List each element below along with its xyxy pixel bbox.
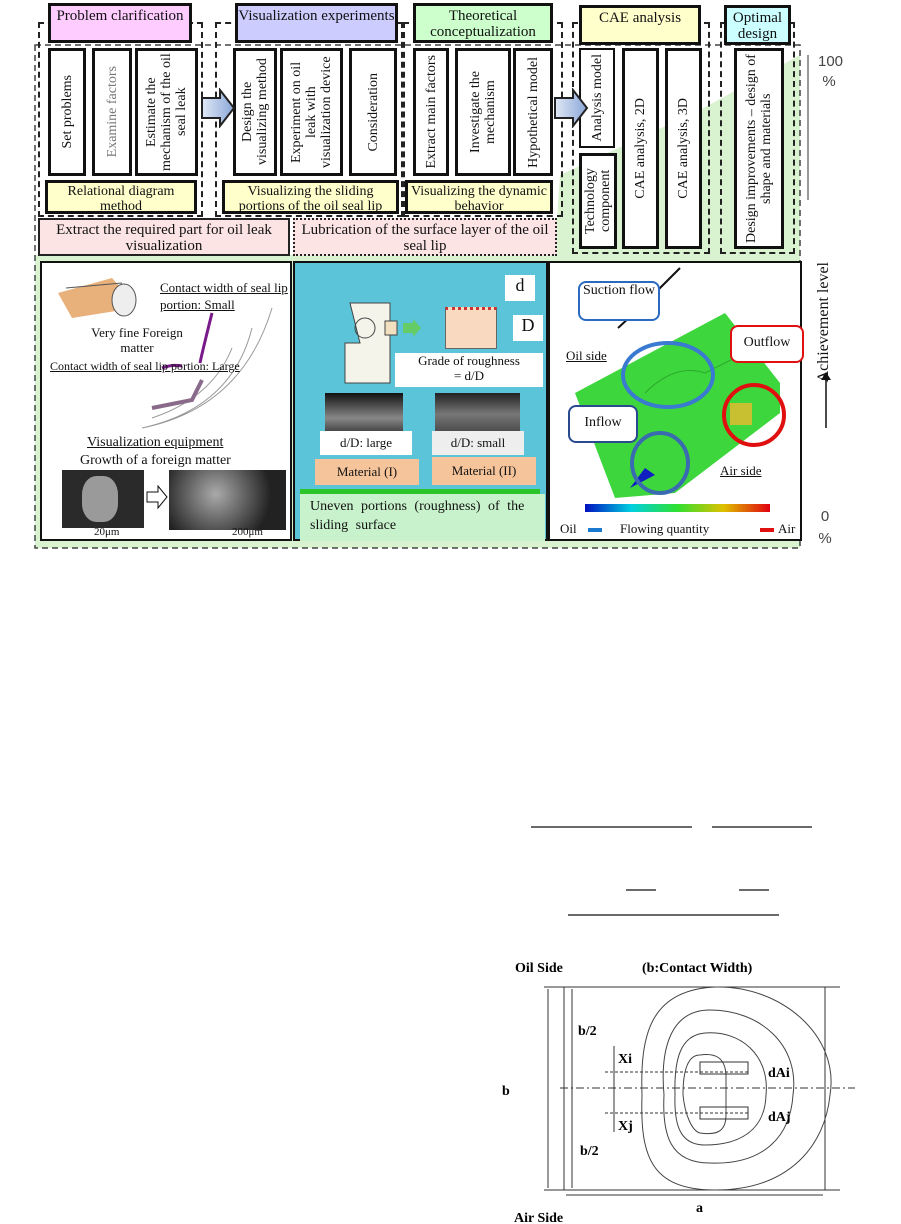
b-label: b <box>502 1084 510 1099</box>
step-box: Hypothetical model <box>513 48 553 176</box>
scale-label: 20μm <box>94 526 120 538</box>
grade-text: Grade of roughness <box>418 353 520 368</box>
method-label: Visualizing the dynamic behavior <box>405 180 553 214</box>
suction-flow-callout: Suction flow <box>578 281 660 321</box>
roughness-image-large <box>325 393 403 435</box>
equation-fraction-bars <box>531 826 812 916</box>
phase-header-optimal: Optimal design <box>724 5 791 45</box>
step-label: Examine factors <box>104 66 120 158</box>
dai-label: dAi <box>768 1066 790 1081</box>
step-box: Analysis model <box>579 48 615 148</box>
method-label: Relational diagram method <box>45 180 197 214</box>
air-side-label: Air side <box>720 463 762 478</box>
step-box: Design improvements – design of shape an… <box>734 48 784 249</box>
panel-cae-result: Suction flow Outflow Inflow Oil side Air… <box>548 261 804 541</box>
oil-side-label: Oil Side <box>515 961 563 976</box>
contact-large-label: Contact width of seal lip portion: Large <box>50 359 240 373</box>
goal-box: Extract the required part for oil leak v… <box>38 218 290 256</box>
daj-label: dAj <box>768 1110 791 1125</box>
arrow-right-icon <box>554 88 589 128</box>
step-label: Design the visualizing method <box>240 58 270 166</box>
panel-roughness: d D Grade of roughness= d/D d/D: large d… <box>293 261 548 541</box>
sem-image-large <box>169 470 286 530</box>
step-box: Examine factors <box>92 48 132 176</box>
goal-box: Lubrication of the surface layer of the … <box>293 218 557 256</box>
roughness-caption: Uneven portions (roughness) of the slidi… <box>300 494 545 541</box>
arrow-right-icon <box>146 485 168 509</box>
step-box: Extract main factors <box>413 48 449 176</box>
grade-formula: = d/D <box>453 368 485 383</box>
axis-top-label: 100 % <box>818 53 844 90</box>
arrow-up-icon <box>821 372 831 428</box>
step-label: CAE analysis, 3D <box>676 98 691 199</box>
step-box: Technology component <box>579 153 617 249</box>
xi-label: Xi <box>618 1052 632 1067</box>
phase-header-cae: CAE analysis <box>579 5 701 45</box>
contact-small-label: Contact width of seal lip portion: Small <box>160 280 288 312</box>
step-box: CAE analysis, 2D <box>622 48 659 249</box>
roughness-block <box>445 307 497 349</box>
equipment-label: Visualization equipment <box>87 435 224 450</box>
flowing-quantity-label: Flowing quantity <box>620 521 710 536</box>
step-label: Technology component <box>583 168 613 234</box>
phase-header-problem: Problem clarification <box>48 3 192 43</box>
panel-visualization-equipment: Contact width of seal lip portion: Small… <box>40 261 292 541</box>
seal-part-drawing <box>344 302 421 384</box>
b-half-label: b/2 <box>578 1024 597 1039</box>
step-box: Estimate the mechanism of the oil seal l… <box>135 48 198 176</box>
method-label: Visualizing the sliding portions of the … <box>222 180 399 214</box>
step-box: Experiment on oil leak with visualizatio… <box>280 48 343 176</box>
step-box: Investigate the mechanism <box>455 48 511 176</box>
step-label: Design improvements – design of shape an… <box>744 54 774 243</box>
xj-label: Xj <box>618 1119 633 1134</box>
b-half-label: b/2 <box>580 1144 599 1159</box>
step-label: Experiment on oil leak with visualizatio… <box>289 56 334 168</box>
step-label: Set problems <box>59 75 75 149</box>
contact-width-diagram: Oil Side (b:Contact Width) b b/2 b/2 Xi … <box>502 961 855 1224</box>
dD-small-label: d/D: small <box>432 431 524 455</box>
step-label: CAE analysis, 2D <box>633 98 648 199</box>
material-1-label: Material (I) <box>315 459 419 485</box>
dD-large-label: d/D: large <box>320 431 412 455</box>
oil-side-label: Oil side <box>566 348 607 363</box>
step-label: Estimate the mechanism of the oil seal l… <box>144 53 189 171</box>
growth-label: Growth of a foreign matter <box>80 453 231 468</box>
step-box: Design the visualizing method <box>233 48 277 176</box>
air-side-label: Air Side <box>514 1211 563 1224</box>
step-box: Set problems <box>48 48 86 176</box>
axis-bottom-label: 0 % <box>818 508 832 547</box>
grade-label: Grade of roughness= d/D <box>395 353 543 387</box>
step-label: Consideration <box>365 72 381 152</box>
step-label: Extract main factors <box>423 55 439 169</box>
step-label: Hypothetical model <box>525 56 541 168</box>
d-label: d <box>505 275 535 301</box>
a-label: a <box>696 1201 703 1216</box>
D-label: D <box>513 315 543 341</box>
material-2-label: Material (II) <box>432 457 536 485</box>
foreign-matter-label: Very fine Foreign matter <box>91 325 183 355</box>
scale-label: 200μm <box>232 526 263 538</box>
contact-width-label: (b:Contact Width) <box>642 961 753 976</box>
inflow-callout: Inflow <box>568 405 638 443</box>
step-label: Analysis model <box>589 54 605 142</box>
phase-header-visualization: Visualization experiments <box>235 3 398 43</box>
seal-lip-drawing <box>58 278 273 429</box>
sem-image-small <box>62 470 144 528</box>
step-label: Investigate the mechanism <box>468 70 498 154</box>
color-scale-bar <box>585 504 770 512</box>
step-box: CAE analysis, 3D <box>665 48 702 249</box>
outflow-callout: Outflow <box>730 325 804 363</box>
oil-label: Oil <box>560 521 577 536</box>
roughness-image-small <box>435 393 520 435</box>
phase-header-theoretical: Theoretical conceptualization <box>413 3 553 43</box>
step-box: Consideration <box>349 48 397 176</box>
divider <box>300 489 540 494</box>
axis-title: Achievement level <box>815 262 832 383</box>
air-label: Air <box>778 521 796 536</box>
arrow-right-icon <box>201 88 236 128</box>
